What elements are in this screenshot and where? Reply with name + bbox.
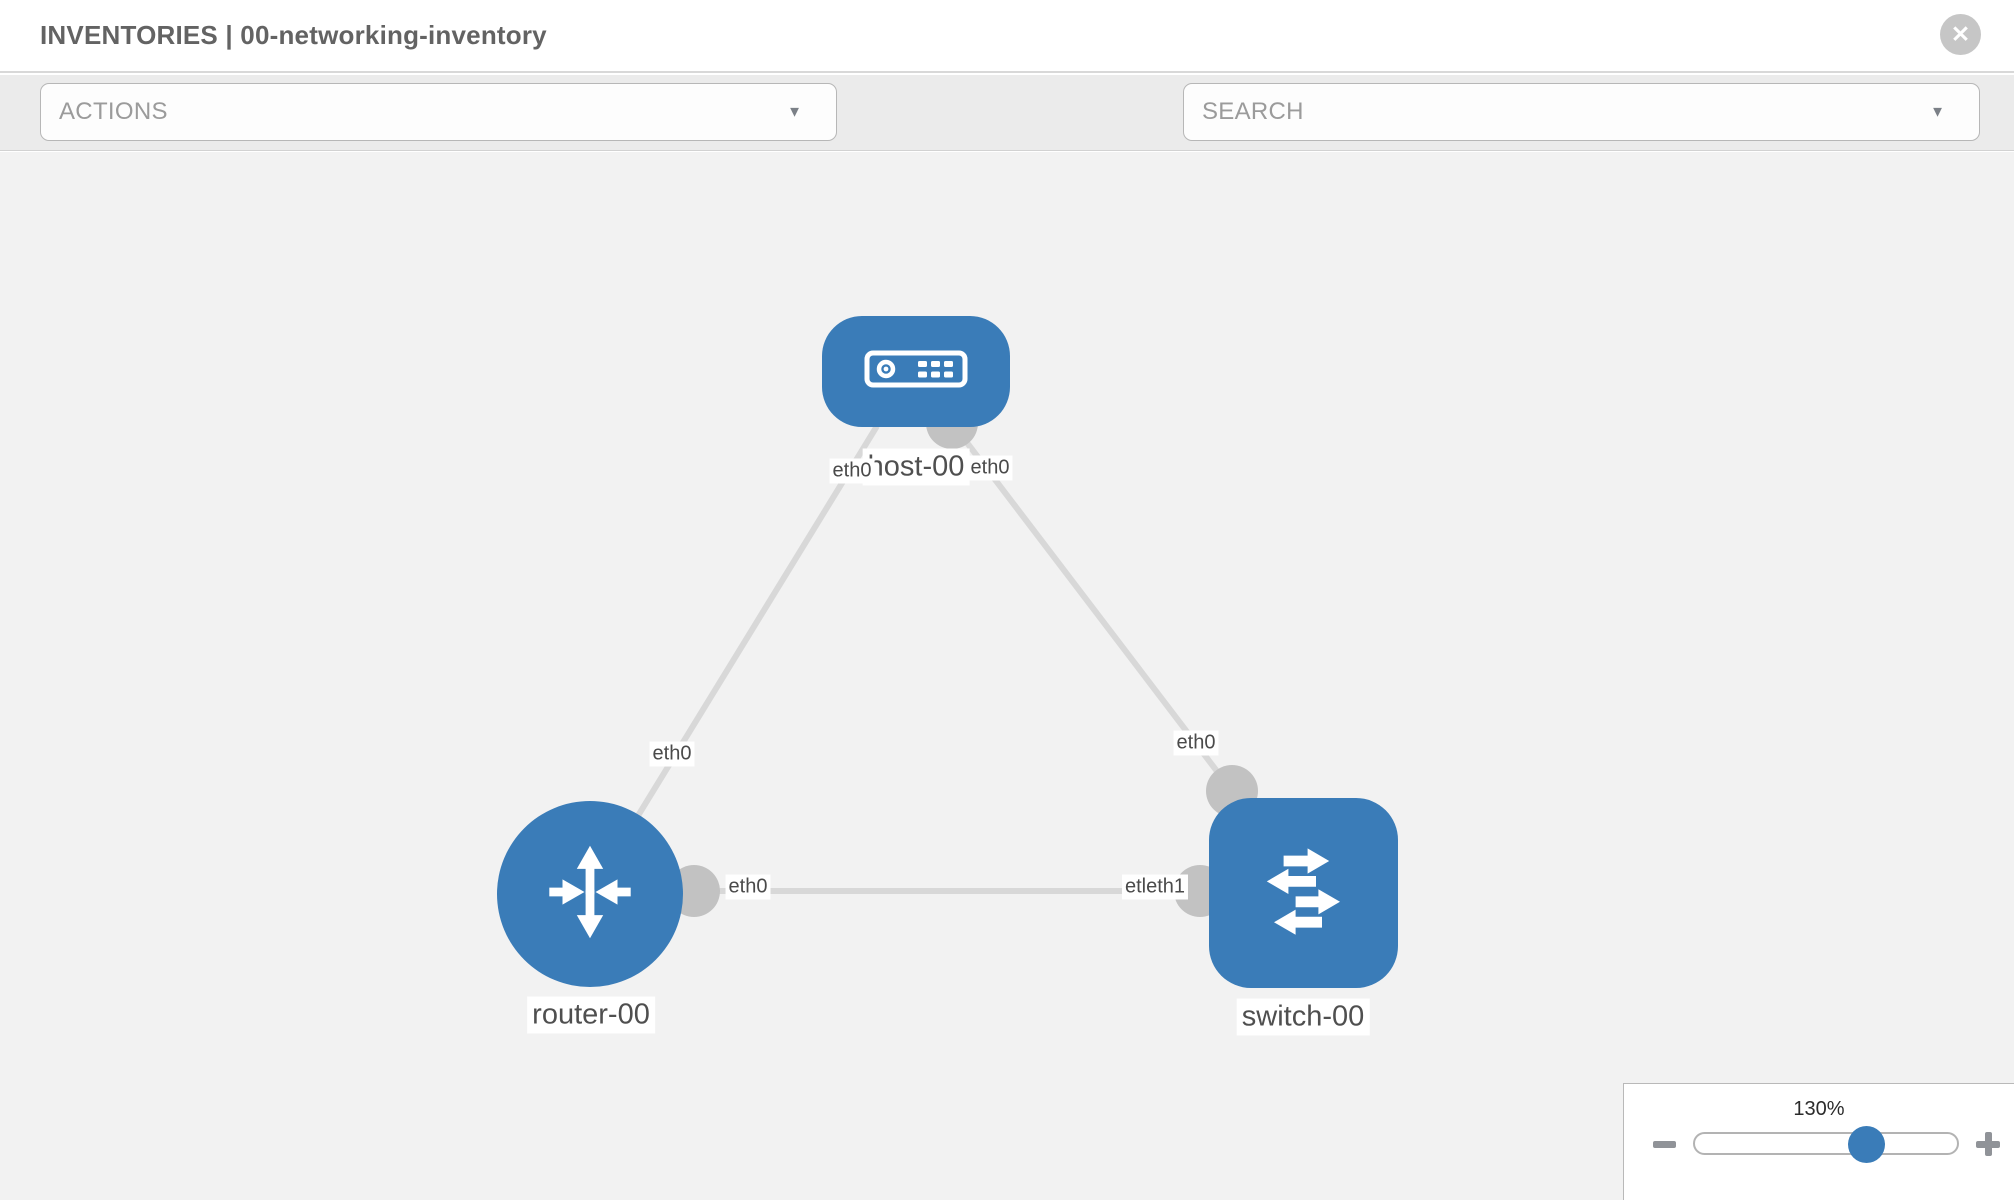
header: INVENTORIES | 00-networking-inventory ✕	[0, 0, 2014, 73]
node-switch-00[interactable]	[1209, 798, 1398, 988]
minus-icon	[1652, 1140, 1676, 1148]
node-host-00[interactable]	[822, 316, 1010, 427]
plus-icon	[1976, 1132, 2000, 1156]
zoom-widget: 130%	[1623, 1083, 2014, 1200]
close-icon: ✕	[1950, 21, 1971, 47]
close-button[interactable]: ✕	[1940, 14, 1981, 55]
interface-label-host-eth0-left: eth0	[829, 458, 875, 484]
page-title: INVENTORIES | 00-networking-inventory	[40, 20, 547, 50]
topology-links-layer	[587, 397, 1258, 917]
zoom-slider-thumb[interactable]	[1848, 1126, 1885, 1163]
toolbar: ACTIONS ▼ SEARCH ▼	[0, 75, 2014, 207]
actions-dropdown[interactable]: ACTIONS ▼	[40, 83, 837, 141]
actions-dropdown-label: ACTIONS	[59, 98, 168, 125]
link-host-switch	[949, 421, 1235, 793]
node-label-router-00: router-00	[527, 996, 655, 1034]
node-label-host-00: host-00	[862, 448, 970, 486]
chevron-down-icon: ▼	[787, 103, 802, 121]
host-icon	[864, 350, 968, 393]
switch-icon	[1244, 831, 1364, 956]
interface-label-router-eth0: eth0	[725, 874, 771, 900]
zoom-level-value: 130%	[1793, 1098, 1845, 1120]
topology-canvas[interactable]: host-00 router-00 switch-00 eth0 eth0 et…	[0, 152, 2014, 1200]
chevron-down-icon: ▼	[1930, 103, 1945, 121]
node-label-switch-00: switch-00	[1236, 998, 1370, 1036]
node-router-00[interactable]	[497, 801, 683, 987]
zoom-out-button[interactable]	[1647, 1127, 1681, 1161]
search-dropdown[interactable]: SEARCH ▼	[1183, 83, 1980, 141]
router-icon	[535, 837, 645, 952]
interface-label-host-eth0-right: eth0	[967, 455, 1013, 481]
zoom-in-button[interactable]	[1971, 1127, 2005, 1161]
interface-label-switch-eth1-overlap: etleth1	[1121, 874, 1189, 900]
interface-label-switch-host-eth0: eth0	[1173, 730, 1219, 756]
interface-label-router-host-eth0: eth0	[649, 741, 695, 767]
search-dropdown-label: SEARCH	[1202, 98, 1304, 125]
zoom-slider-track[interactable]	[1693, 1126, 1959, 1163]
